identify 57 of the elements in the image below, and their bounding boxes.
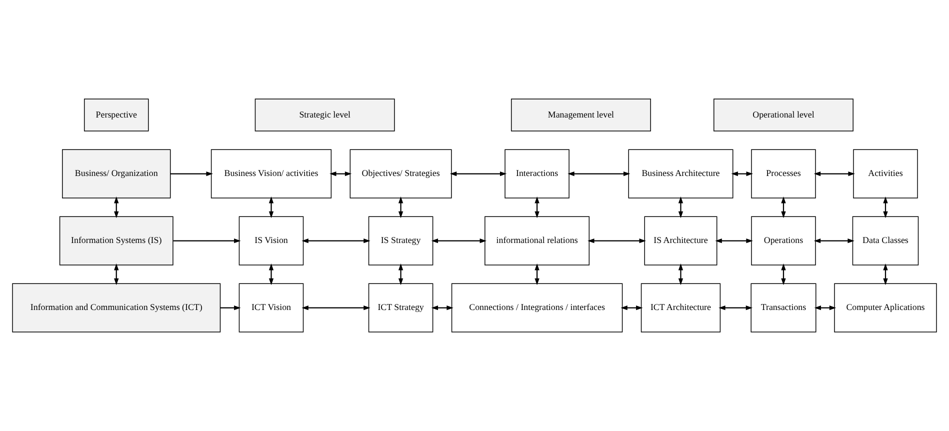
node-box: Data Classes: [852, 216, 919, 266]
arrow: [220, 305, 241, 310]
node-box: ICT Strategy: [368, 283, 434, 332]
node-box: Interactions: [504, 149, 570, 198]
node-box: IS Architecture: [644, 216, 718, 266]
arrow: [330, 171, 352, 176]
arrow: [781, 264, 786, 286]
arrow: [114, 264, 119, 286]
node-box: Operations: [751, 216, 816, 266]
node-box: Operational level: [714, 98, 854, 132]
arrow: [450, 171, 507, 176]
arrow: [534, 196, 540, 218]
arrow: [620, 305, 643, 310]
node-box: IS Strategy: [368, 216, 434, 266]
node-box: Business Vision/ activities: [210, 149, 332, 198]
arrow: [678, 264, 684, 286]
arrow: [715, 238, 753, 244]
node-box: Transactions: [750, 283, 816, 332]
arrow: [173, 238, 241, 244]
node-box: Activities: [853, 149, 918, 198]
arrow: [114, 196, 119, 218]
arrow: [731, 171, 753, 176]
arrow: [302, 305, 370, 310]
arrow: [268, 264, 274, 286]
node-box: Business Architecture: [628, 149, 734, 198]
arrow: [883, 264, 888, 286]
node-box: Perspective: [84, 98, 149, 132]
node-box: IS Vision: [238, 216, 304, 266]
arrow: [431, 238, 486, 244]
node-box: Processes: [751, 149, 816, 198]
arrow: [268, 196, 274, 218]
node-box: Management level: [510, 98, 651, 132]
arrow: [170, 171, 213, 176]
arrow: [814, 305, 836, 310]
arrow: [302, 238, 370, 244]
arrow: [883, 196, 888, 218]
node-box: Connections / Integrations / interfaces: [451, 283, 623, 332]
node-box: Objectives/ Strategies: [350, 149, 452, 198]
node-box: Business/ Organization: [62, 149, 171, 198]
node-box: Information Systems (IS): [59, 216, 174, 266]
arrow: [814, 171, 855, 176]
arrow: [568, 171, 630, 176]
arrow: [398, 196, 404, 218]
arrow: [781, 196, 786, 218]
node-box: ICT Vision: [238, 283, 304, 332]
arrow: [431, 305, 454, 310]
arrow: [718, 305, 753, 310]
arrow: [588, 238, 646, 244]
node-box: Computer Aplications: [834, 283, 937, 332]
arrow: [534, 264, 540, 286]
arrow: [678, 196, 684, 218]
node-box: Information and Communication Systems (ICT): [12, 283, 221, 332]
arrow: [814, 238, 854, 244]
node-box: Strategic level: [254, 98, 395, 132]
node-box: informational relations: [484, 216, 590, 266]
arrow: [398, 264, 404, 286]
node-box: ICT Architecture: [640, 283, 721, 332]
